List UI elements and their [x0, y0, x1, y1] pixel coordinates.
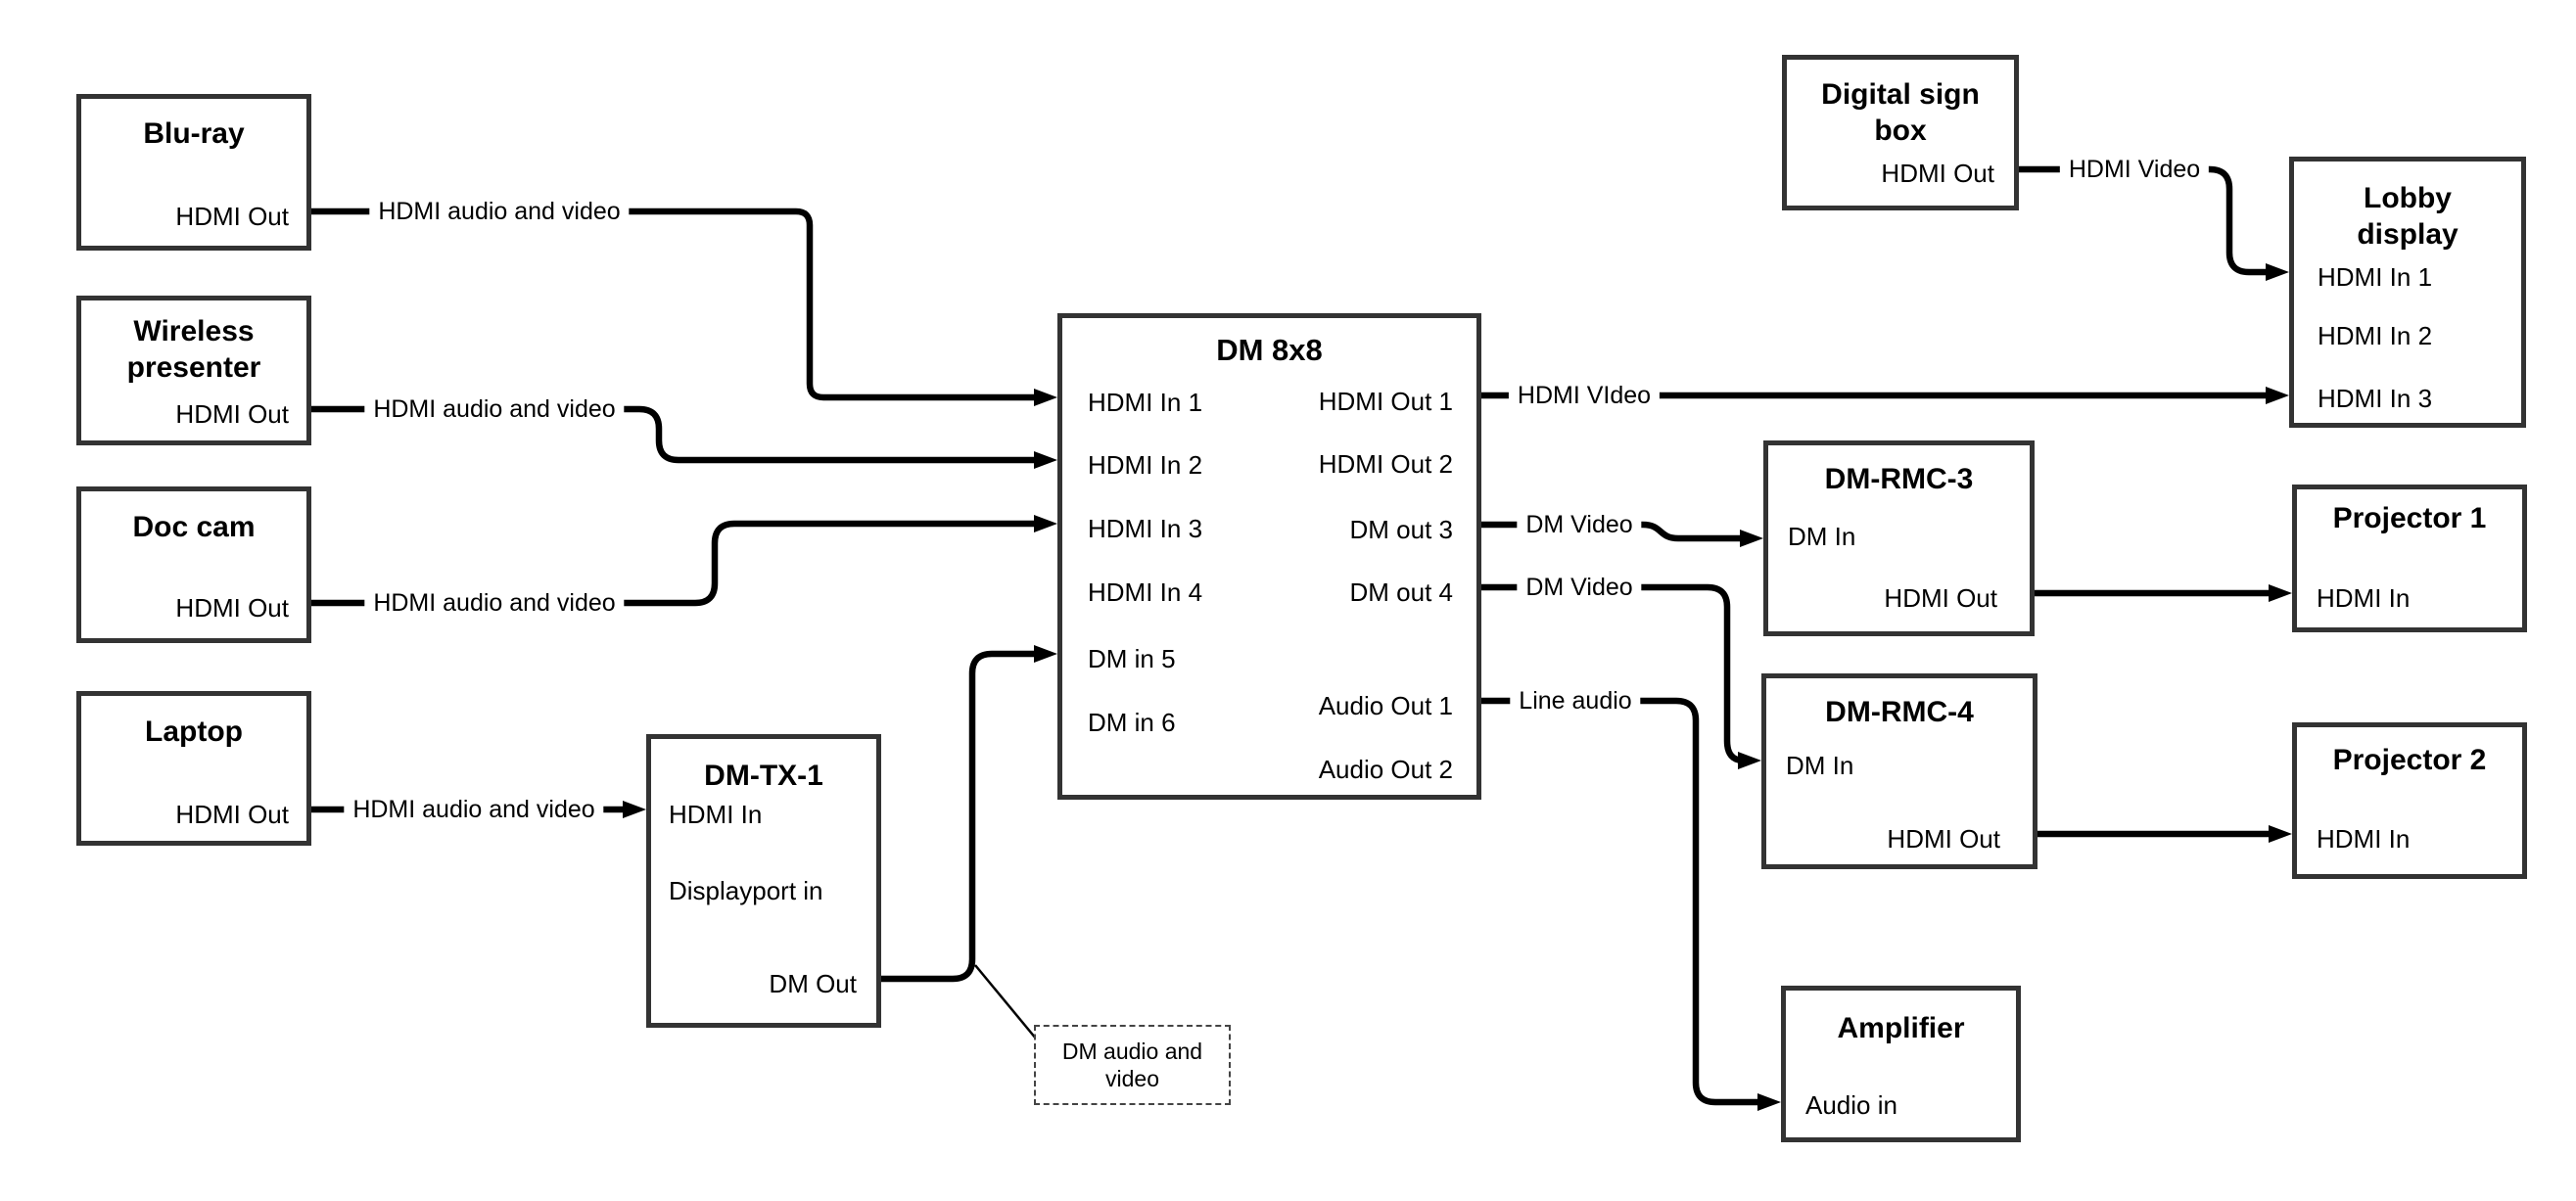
connector-label-line-audio: Line audio [1510, 686, 1641, 716]
connector-label-dm-video-out4: DM Video [1517, 573, 1642, 602]
port-dm-out-4: DM out 4 [1349, 577, 1454, 607]
node-digital-sign-box: Digital sign box HDMI Out [1782, 55, 2019, 210]
port-audio-out-2: Audio Out 2 [1318, 755, 1453, 784]
port-hdmi-out-1: HDMI Out 1 [1318, 387, 1453, 416]
port-hdmi-in-1: HDMI In 1 [1088, 388, 1203, 417]
port-hdmi-out-2: HDMI Out 2 [1318, 449, 1453, 479]
node-dm-8x8: DM 8x8 HDMI In 1 HDMI In 2 HDMI In 3 HDM… [1057, 313, 1481, 800]
node-wireless-presenter: Wireless presenter HDMI Out [76, 296, 311, 445]
node-blu-ray: Blu-ray HDMI Out [76, 94, 311, 251]
connector-bluray-to-dm8x8-in1 [311, 208, 1057, 406]
note-leader-line [974, 964, 1037, 1039]
port-dm-in-5: DM in 5 [1088, 644, 1176, 673]
node-lobby-display: Lobby display HDMI In 1 HDMI In 2 HDMI I… [2289, 157, 2526, 428]
node-laptop: Laptop HDMI Out [76, 691, 311, 846]
node-title: Amplifier [1837, 1012, 1965, 1044]
port-dm-out-3: DM out 3 [1349, 515, 1454, 544]
port-dm-in: DM In [1788, 522, 1856, 551]
port-hdmi-out: HDMI Out [1887, 824, 2000, 854]
port-displayport-in: Displayport in [669, 876, 823, 905]
node-projector-2: Projector 2 HDMI In [2292, 722, 2527, 879]
connector-dmtx1-to-dm8x8-in5 [881, 645, 1057, 983]
connector-label-hdmi-video-sign: HDMI Video [2059, 155, 2210, 184]
node-title: Digital sign box [1821, 78, 1980, 147]
connector-digitalsign-to-lobby-in1 [2019, 165, 2289, 281]
node-title: Blu-ray [143, 117, 245, 150]
node-title: Projector 1 [2332, 502, 2487, 534]
connector-dm8x8-out4-to-rmc4 [1481, 583, 1761, 769]
port-hdmi-in-4: HDMI In 4 [1088, 577, 1203, 607]
port-hdmi-in-2: HDMI In 2 [1088, 450, 1203, 480]
port-hdmi-out: HDMI Out [175, 800, 289, 829]
port-audio-in: Audio in [1805, 1090, 1897, 1120]
connector-label-hdmi-audio-video-3: HDMI audio and video [364, 588, 625, 618]
node-title: Lobby display [2357, 182, 2459, 251]
node-title: Projector 2 [2332, 744, 2487, 776]
port-dm-in: DM In [1786, 751, 1854, 780]
node-dm-rmc-4: DM-RMC-4 DM In HDMI Out [1761, 673, 2037, 869]
port-hdmi-in-3: HDMI In 3 [2318, 384, 2433, 413]
node-title: DM-RMC-3 [1824, 463, 1974, 495]
node-title: Laptop [145, 716, 243, 748]
node-projector-1: Projector 1 HDMI In [2292, 485, 2527, 632]
node-title: DM 8x8 [1216, 333, 1323, 367]
port-audio-out-1: Audio Out 1 [1318, 691, 1453, 720]
connector-label-hdmi-video-out1: HDMI VIdeo [1508, 381, 1661, 410]
node-dm-tx-1: DM-TX-1 HDMI In Displayport in DM Out [646, 734, 881, 1028]
port-hdmi-out: HDMI Out [175, 593, 289, 623]
port-hdmi-out: HDMI Out [1881, 159, 1994, 188]
connector-label-hdmi-audio-video-1: HDMI audio and video [369, 197, 630, 226]
node-doc-cam: Doc cam HDMI Out [76, 486, 311, 643]
connector-doccam-to-dm8x8-in3 [311, 515, 1057, 607]
connector-dm8x8-out3-to-rmc3 [1481, 521, 1763, 547]
port-hdmi-out: HDMI Out [175, 202, 289, 231]
port-hdmi-in: HDMI In [2317, 583, 2411, 613]
port-hdmi-out: HDMI Out [175, 399, 289, 429]
node-title: Doc cam [132, 511, 256, 543]
port-hdmi-in: HDMI In [669, 800, 763, 829]
node-dm-rmc-3: DM-RMC-3 DM In HDMI Out [1763, 440, 2035, 636]
port-hdmi-in-1: HDMI In 1 [2318, 262, 2433, 292]
connector-label-hdmi-audio-video-4: HDMI audio and video [344, 795, 604, 824]
port-hdmi-out: HDMI Out [1884, 583, 1997, 613]
node-title: DM-TX-1 [704, 760, 823, 792]
port-hdmi-in-2: HDMI In 2 [2318, 321, 2433, 350]
connector-label-dm-video-out3: DM Video [1517, 510, 1642, 539]
port-hdmi-in-3: HDMI In 3 [1088, 514, 1203, 543]
node-title: DM-RMC-4 [1825, 696, 1974, 728]
port-dm-in-6: DM in 6 [1088, 708, 1176, 737]
note-dm-audio-and-video: DM audio and video [1034, 1025, 1231, 1105]
connector-audioout1-to-amplifier [1481, 697, 1781, 1111]
node-title: Wireless presenter [126, 315, 261, 384]
connector-label-hdmi-audio-video-2: HDMI audio and video [364, 394, 625, 424]
connector-wireless-to-dm8x8-in2 [311, 405, 1057, 469]
port-hdmi-in: HDMI In [2317, 824, 2411, 854]
node-amplifier: Amplifier Audio in [1781, 986, 2021, 1142]
port-dm-out: DM Out [769, 969, 857, 998]
